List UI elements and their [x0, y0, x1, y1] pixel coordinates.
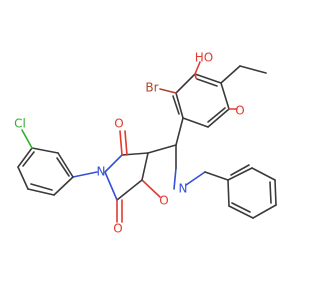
chlorine-label: Cl	[14, 117, 26, 131]
bicyclic-core	[104, 130, 177, 223]
bromo-substituent	[159, 88, 177, 94]
chlorophenyl-ring	[17, 129, 98, 196]
hydroxyl-label: HO	[195, 51, 213, 65]
atom-labels: Br HO O O O O N N Cl	[14, 51, 245, 236]
n-phenyl-ring	[185, 164, 277, 219]
ring-nitrogen-label: N	[179, 182, 188, 196]
ether-oxygen-label: O	[235, 104, 244, 118]
ethoxy-substituent	[220, 65, 267, 110]
carbonyl-oxygen-bottom-label: O	[113, 222, 122, 236]
molecule-structure: Br HO O O O O N N Cl	[14, 51, 277, 236]
ring-oxygen-label: O	[159, 194, 168, 208]
hydroxy-substituent	[194, 61, 201, 79]
carbonyl-oxygen-top-label: O	[114, 117, 123, 131]
imide-nitrogen-label: N	[97, 165, 106, 179]
bromine-label: Br	[145, 81, 158, 95]
upper-phenyl-ring	[172, 73, 230, 146]
structure-canvas: Br HO O O O O N N Cl	[14, 51, 277, 236]
